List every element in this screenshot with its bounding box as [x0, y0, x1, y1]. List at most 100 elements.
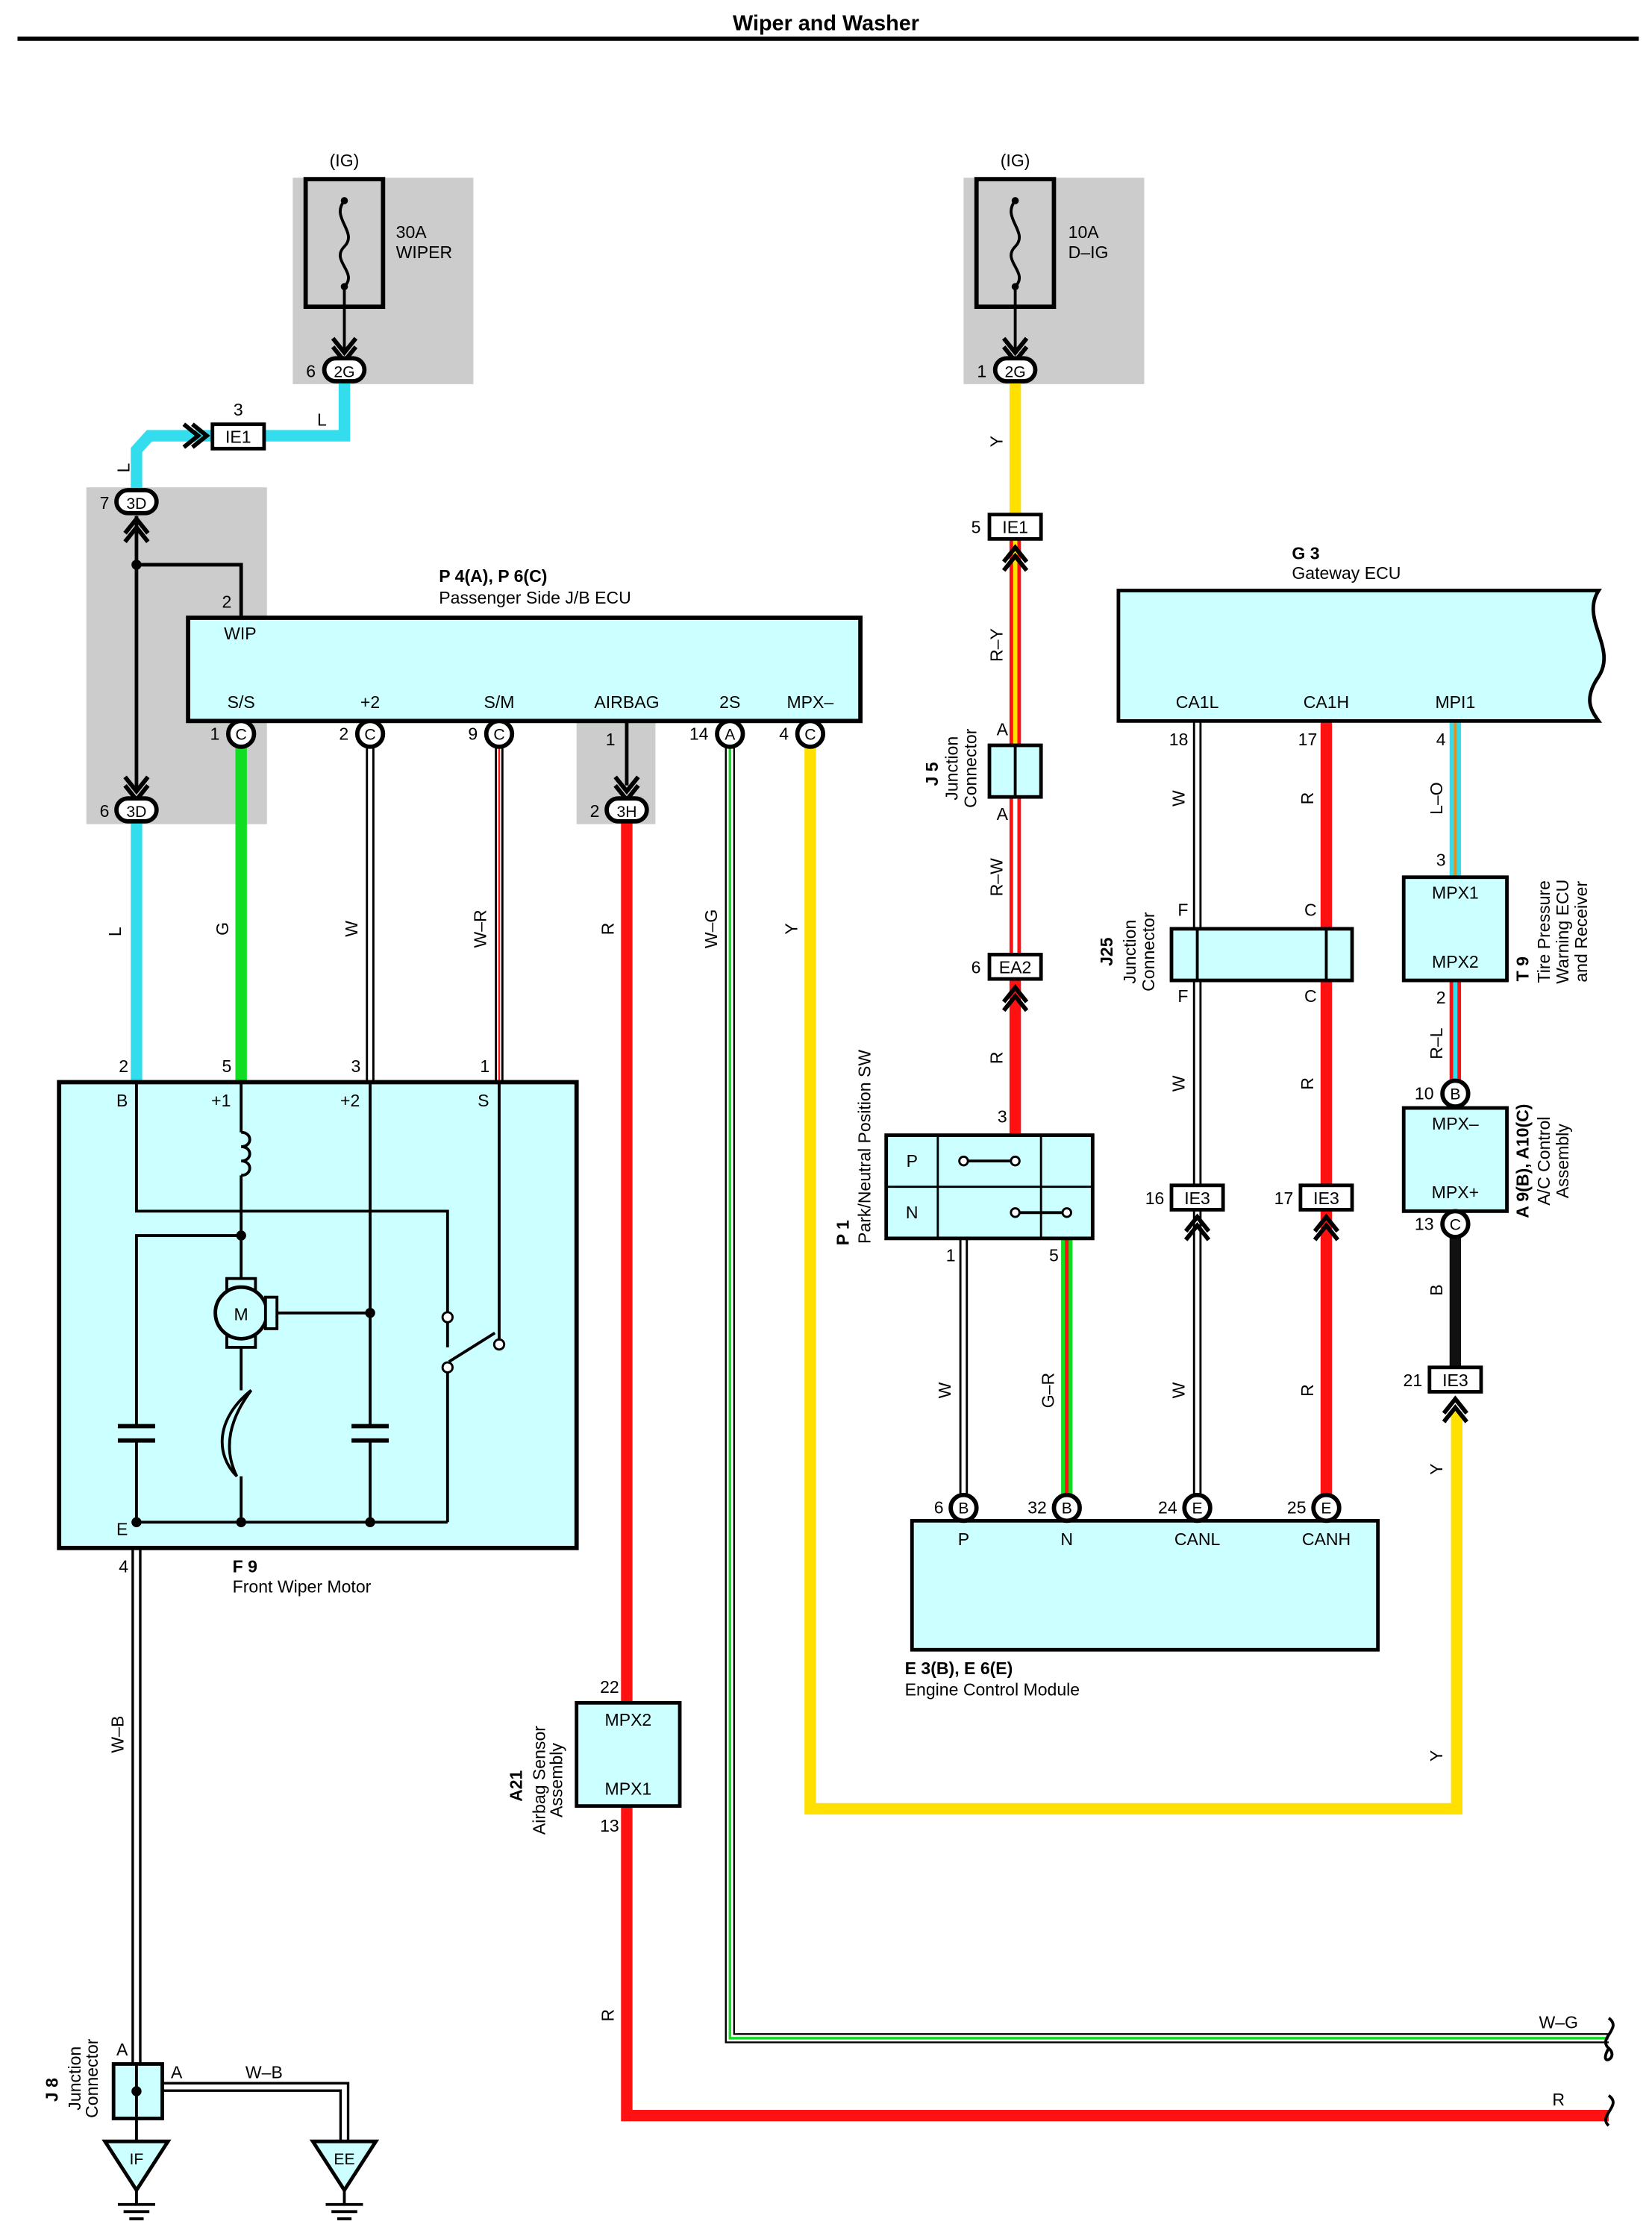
svg-text:5: 5	[222, 1056, 232, 1076]
svg-text:2G: 2G	[1004, 363, 1025, 381]
wire-internal-3d	[131, 516, 243, 789]
svg-text:+2: +2	[360, 692, 380, 712]
wire-label-y2: Y	[986, 436, 1006, 447]
fuse-wiper: (IG) 30A WIPER	[303, 151, 453, 351]
connector-ie3-21: IE3 21	[1404, 1365, 1483, 1424]
wire-label-w-can3: W	[1168, 1382, 1188, 1398]
svg-text:Junction: Junction	[942, 736, 962, 801]
connector-2g-wiper: 2G 6	[306, 336, 367, 383]
svg-text:A21: A21	[507, 1770, 526, 1801]
svg-text:3: 3	[998, 1106, 1007, 1126]
jb-pin-2s: A 14	[689, 718, 745, 749]
svg-text:T 9: T 9	[1512, 956, 1532, 981]
svg-text:S/S: S/S	[228, 692, 255, 712]
wire-label-l3: L	[105, 927, 125, 936]
wire-label-rl: R–L	[1427, 1027, 1446, 1059]
svg-text:Junction: Junction	[1120, 920, 1139, 984]
svg-text:2: 2	[590, 801, 600, 821]
svg-text:Junction: Junction	[65, 2046, 84, 2111]
ecm-pin-n: B 32	[1027, 1492, 1082, 1523]
svg-text:10: 10	[1415, 1084, 1434, 1103]
svg-text:3: 3	[1436, 850, 1446, 869]
svg-text:(IG): (IG)	[330, 151, 360, 170]
svg-text:4: 4	[119, 1557, 128, 1576]
wire-label-g: G	[213, 922, 232, 936]
svg-text:AIRBAG: AIRBAG	[594, 692, 659, 712]
wire-y-mpx	[804, 745, 1462, 1815]
svg-text:CANL: CANL	[1174, 1529, 1221, 1549]
wire-label-r-can2: R	[1298, 1077, 1317, 1090]
wire-break-r	[1604, 2094, 1615, 2127]
svg-text:24: 24	[1158, 1498, 1177, 1518]
svg-text:A: A	[997, 720, 1009, 739]
svg-text:C: C	[804, 726, 816, 743]
wire-break-wg	[1603, 2017, 1615, 2061]
wire-wg	[725, 745, 1609, 2044]
svg-text:7: 7	[100, 493, 110, 513]
wire-label-y4: Y	[1427, 1750, 1446, 1761]
svg-text:MPX–: MPX–	[786, 692, 833, 712]
svg-text:MPX+: MPX+	[1432, 1183, 1479, 1202]
svg-text:1: 1	[946, 1246, 956, 1265]
svg-text:E: E	[1321, 1500, 1331, 1518]
wire-label-w-can2: W	[1168, 1075, 1188, 1092]
jb-pin-mpx: C 4	[779, 718, 826, 749]
svg-text:+1: +1	[211, 1091, 231, 1110]
wire-label-r-can3: R	[1298, 1384, 1317, 1397]
svg-text:Connector: Connector	[1139, 912, 1158, 992]
svg-text:M: M	[234, 1304, 248, 1324]
connector-ea2: EA2 6	[972, 953, 1043, 1012]
page-title: Wiper and Washer	[733, 11, 919, 35]
svg-text:3: 3	[234, 400, 243, 419]
svg-text:32: 32	[1027, 1498, 1047, 1518]
svg-text:17: 17	[1274, 1189, 1294, 1208]
svg-text:2G: 2G	[334, 363, 354, 381]
svg-text:18: 18	[1169, 730, 1189, 749]
svg-text:A 9(B), A10(C): A 9(B), A10(C)	[1512, 1104, 1532, 1218]
svg-text:C: C	[1450, 1216, 1461, 1233]
wire-label-w-park: W	[935, 1382, 954, 1398]
svg-text:Warning ECU: Warning ECU	[1553, 880, 1572, 984]
svg-text:Assembly: Assembly	[1553, 1124, 1572, 1198]
wire-label-l2: L	[113, 463, 133, 472]
wire-label-r-end: R	[1552, 2090, 1565, 2109]
gateway-ecu: G 3 Gateway ECU CA1L CA1H MPI1 18 17 4	[1116, 543, 1606, 749]
svg-text:G 3: G 3	[1292, 543, 1319, 563]
svg-text:Gateway ECU: Gateway ECU	[1292, 563, 1401, 583]
wire-label-wb: W–B	[108, 1716, 128, 1753]
wire-label-r1: R	[598, 923, 618, 936]
airbag-sensor: MPX2 MPX1 22 13 A21 Airbag Sensor Assemb…	[507, 1677, 682, 1835]
svg-text:5: 5	[1049, 1246, 1059, 1265]
svg-text:17: 17	[1298, 730, 1318, 749]
svg-text:WIP: WIP	[224, 624, 257, 643]
ecm-pin-p: B 6	[934, 1492, 979, 1523]
svg-text:B: B	[116, 1091, 128, 1110]
wire-label-lo: L–O	[1427, 782, 1446, 815]
svg-text:13: 13	[1415, 1214, 1434, 1233]
wire-label-wg: W–G	[701, 909, 721, 949]
svg-text:EE: EE	[334, 2151, 354, 2168]
svg-text:Engine Control Module: Engine Control Module	[905, 1680, 1080, 1700]
wire-label-r-bottom: R	[598, 2009, 618, 2022]
svg-text:5: 5	[972, 518, 981, 537]
svg-text:IE1: IE1	[225, 428, 251, 447]
svg-text:WIPER: WIPER	[396, 242, 453, 262]
wire-label-wb2: W–B	[245, 2063, 283, 2082]
svg-text:Tire Pressure: Tire Pressure	[1534, 880, 1554, 983]
fuse-dig: (IG) 10A D–IG	[974, 151, 1108, 351]
svg-text:2: 2	[222, 592, 232, 612]
jb-pin-ss: C 1	[210, 718, 257, 749]
connector-ie3-16: IE3 16	[1145, 1183, 1225, 1241]
svg-text:P: P	[907, 1151, 918, 1171]
svg-text:E: E	[116, 1520, 128, 1539]
jb-pin-plus2: C 2	[339, 718, 386, 749]
svg-text:3H: 3H	[616, 804, 636, 821]
svg-text:IF: IF	[130, 2151, 144, 2168]
svg-text:1: 1	[480, 1056, 489, 1076]
j8-junction: A A J 8 Junction Connector	[42, 2038, 183, 2120]
svg-text:14: 14	[689, 724, 709, 743]
connector-2g-dig: 2G 1	[977, 336, 1038, 383]
ecm-pin-canl: E 24	[1158, 1492, 1213, 1523]
svg-text:21: 21	[1404, 1371, 1423, 1390]
